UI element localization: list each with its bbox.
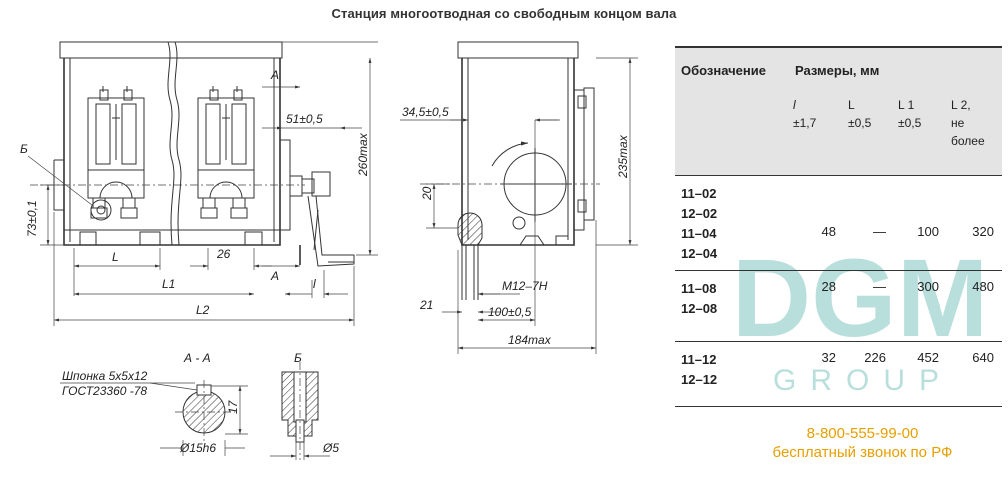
label-b-left: Б [20, 142, 28, 156]
phone-number[interactable]: 8-800-555-99-00 [806, 425, 919, 442]
switch-module-1 [87, 86, 145, 221]
dim-260: 260max [356, 132, 370, 177]
section-b: Б Ø5 [270, 351, 339, 460]
dim-73: 73±0,1 [25, 200, 39, 237]
section-b-title: Б [294, 351, 302, 365]
label-a-top: А [270, 68, 279, 82]
dim-20: 20 [420, 186, 434, 201]
dim-184: 184max [508, 333, 552, 347]
dim-5: Ø5 [322, 441, 339, 455]
subheader-L: L±0,5 [844, 92, 894, 176]
section-aa-title: А - А [183, 351, 211, 365]
table-subheader-row: l±1,7 L±0,5 L 1±0,5 L 2,не более [675, 92, 1002, 176]
dim-235: 235max [616, 134, 630, 179]
dim-26: 26 [216, 247, 231, 261]
table-header-row: Обозначение Размеры, мм [675, 46, 1002, 92]
dim-345: 34,5±0,5 [402, 105, 449, 119]
front-view: Б 73±0,1 А 51±0,5 260max L 26 А L1 l L2 [20, 41, 378, 326]
dim-17: 17 [226, 399, 240, 414]
header-sizes: Размеры, мм [789, 46, 1002, 92]
header-designation: Обозначение [675, 46, 789, 92]
key-spec-line1: Шпонка 5х5х12 [62, 369, 148, 383]
switch-module-2 [197, 86, 255, 219]
shaft-crank [279, 139, 355, 267]
label-a-bottom: А [270, 269, 279, 283]
key-spec-line2: ГОСТ23360 -78 [62, 384, 147, 398]
dim-L2: L2 [196, 303, 210, 317]
dim-21: 21 [419, 298, 433, 312]
dim-100: 100±0,5 [488, 305, 532, 319]
contact-block: 8-800-555-99-00 бесплатный звонок по РФ [750, 424, 975, 462]
dim-51: 51±0,5 [286, 112, 323, 126]
dim-15h6: Ø15h6 [179, 441, 216, 455]
section-a-a: А - А Шпонка 5х5х12 ГОСТ23360 -78 17 Ø15… [60, 351, 248, 456]
dim-L1: L1 [162, 277, 175, 291]
dim-m12: M12–7H [502, 279, 548, 293]
subheader-L1: L 1±0,5 [894, 92, 947, 176]
dimensions-table: Обозначение Размеры, мм l±1,7 L±0,5 L 1±… [675, 46, 1002, 407]
side-view: 34,5±0,5 235max 20 21 M12–7H 100±0,5 184… [400, 41, 638, 354]
dim-l: l [313, 277, 316, 291]
phone-note: бесплатный звонок по РФ [772, 444, 953, 461]
page-title: Станция многоотводная со свободным концо… [331, 6, 677, 21]
subheader-l: l±1,7 [789, 92, 844, 176]
dim-L: L [112, 250, 119, 264]
subheader-L2: L 2,не более [947, 92, 1002, 176]
